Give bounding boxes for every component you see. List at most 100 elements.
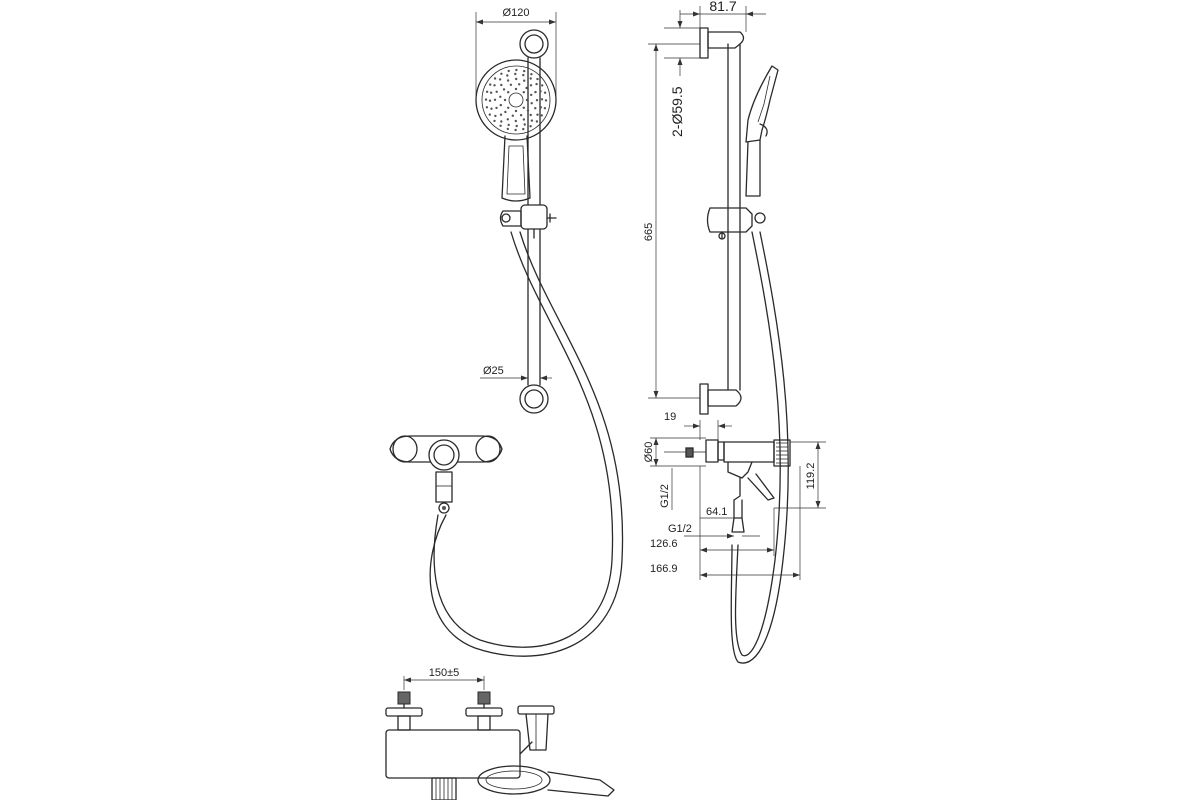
spray-nozzle — [506, 74, 509, 77]
hand-shower-head — [475, 59, 557, 202]
spray-nozzle — [502, 88, 506, 91]
spray-nozzle — [530, 73, 533, 76]
spray-nozzle — [506, 79, 510, 82]
spray-nozzle — [515, 77, 518, 81]
bottom-wall-mount — [519, 384, 549, 414]
spout-offset-label: 64.1 — [706, 506, 727, 518]
spray-nozzle — [535, 99, 539, 102]
spray-nozzle — [499, 113, 503, 116]
shower-hose — [429, 231, 624, 657]
spray-nozzles — [484, 68, 548, 132]
spray-nozzle — [536, 113, 539, 116]
spray-nozzle — [515, 68, 518, 72]
front-view: Ø120 Ø25 — [389, 7, 624, 657]
spray-nozzle — [485, 90, 489, 94]
side-slider — [706, 207, 766, 240]
spray-nozzle — [525, 86, 528, 90]
side-rail — [727, 43, 741, 391]
spray-nozzle — [522, 118, 526, 121]
slider-holder — [499, 204, 557, 239]
spray-nozzle — [514, 119, 517, 123]
bottom-hand-shower — [477, 765, 615, 797]
spray-nozzle — [506, 118, 509, 121]
bottom-valve-body — [385, 729, 533, 800]
inlet-thread-label: G1/2 — [659, 484, 671, 508]
body-height-label: 119.2 — [805, 463, 817, 490]
spray-nozzle — [504, 110, 507, 114]
side-view: 81.7 2-Ø59.5 665 19 — [643, 0, 826, 664]
spray-nozzle — [522, 91, 525, 94]
dim-outlet-thread: G1/2 — [668, 523, 760, 539]
spray-nozzle — [493, 98, 497, 102]
spray-nozzle — [490, 107, 493, 110]
rail-width-label: 81.7 — [709, 0, 736, 14]
dim-head-diameter: Ø120 — [475, 7, 557, 100]
spray-nozzle — [530, 119, 534, 122]
spray-nozzle — [493, 119, 496, 123]
spray-nozzle — [535, 82, 538, 86]
bottom-diverter — [517, 705, 555, 751]
spray-nozzle — [529, 77, 532, 80]
spray-nozzle — [519, 114, 523, 117]
spray-nozzle — [503, 98, 507, 102]
spray-nozzle — [514, 128, 517, 132]
dim-depth-2: 166.9 — [650, 466, 801, 580]
spray-nozzle — [507, 69, 510, 73]
spray-nozzle — [500, 120, 503, 123]
spray-nozzle — [493, 84, 496, 87]
rail-length-label: 665 — [643, 223, 655, 241]
spray-nozzle — [495, 90, 498, 94]
spray-nozzle — [515, 124, 518, 128]
spray-nozzle — [523, 123, 526, 126]
spray-nozzle — [514, 109, 518, 113]
spray-nozzle — [539, 106, 543, 109]
spray-nozzle — [530, 93, 533, 97]
spray-nozzle — [526, 109, 530, 112]
depth-1-label: 126.6 — [650, 538, 678, 550]
spray-nozzle — [534, 107, 537, 110]
spray-nozzle — [499, 124, 502, 128]
bracket-depth-label: 19 — [664, 411, 676, 423]
spray-nozzle — [493, 77, 497, 80]
spray-nozzle — [488, 99, 492, 102]
spray-nozzle — [529, 113, 532, 117]
bottom-view: 150±5 — [385, 667, 615, 800]
spray-nozzle — [541, 84, 544, 87]
spray-nozzle — [544, 99, 548, 102]
spray-nozzle — [535, 120, 539, 123]
rail-diameter-label: Ø25 — [483, 365, 504, 377]
spray-nozzle — [484, 98, 488, 101]
spray-nozzle — [499, 95, 502, 99]
spray-nozzle — [507, 106, 510, 110]
spray-nozzle — [525, 98, 529, 102]
spray-nozzle — [523, 69, 526, 73]
spray-nozzle — [495, 106, 498, 110]
spray-nozzle — [506, 127, 509, 131]
spray-nozzle — [509, 83, 513, 87]
spray-nozzle — [540, 114, 543, 117]
spray-nozzle — [518, 83, 521, 86]
spray-nozzle — [499, 103, 502, 107]
dim-body-height: 119.2 — [774, 441, 826, 509]
inlet-connectors — [385, 691, 503, 731]
spray-nozzle — [529, 125, 532, 128]
side-hand-shower — [745, 65, 779, 197]
outlet-thread-label: G1/2 — [668, 523, 692, 535]
spray-nozzle — [498, 78, 502, 81]
dim-depth-1: 126.6 — [650, 508, 775, 556]
spray-nozzle — [534, 90, 537, 94]
depth-2-label: 166.9 — [650, 563, 678, 575]
top-wall-mount — [519, 29, 549, 59]
spray-nozzle — [529, 84, 533, 87]
wall-flange-label: 2-Ø59.5 — [669, 86, 685, 137]
spray-nozzle — [522, 73, 525, 77]
inlet-spacing-label: 150±5 — [429, 667, 460, 679]
side-hose — [730, 231, 789, 664]
spray-nozzle — [523, 79, 526, 82]
dim-rail-length: 665 — [643, 43, 700, 399]
side-bottom-bracket — [699, 383, 742, 415]
spray-nozzle — [514, 87, 518, 91]
spray-nozzle — [511, 114, 514, 117]
spray-nozzle — [522, 106, 525, 110]
